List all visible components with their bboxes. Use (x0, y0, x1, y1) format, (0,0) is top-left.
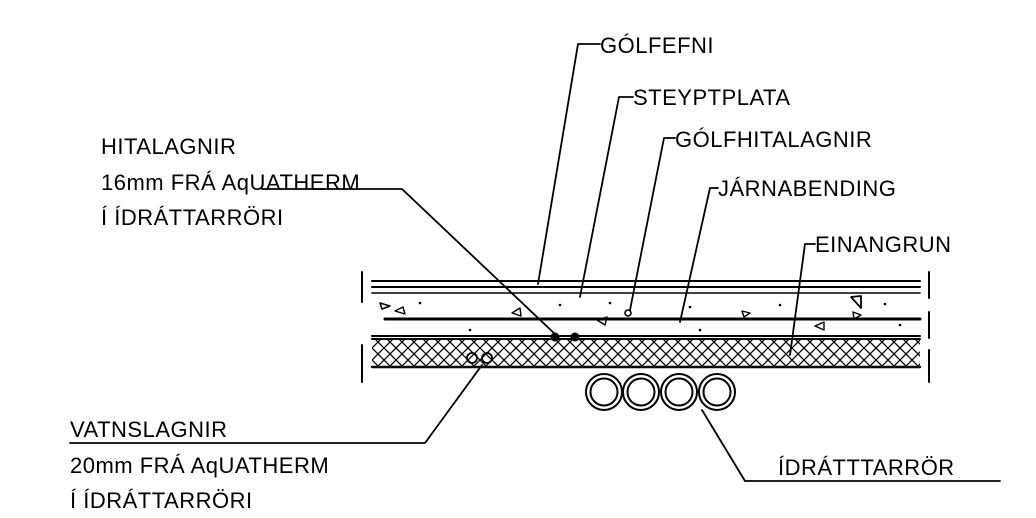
section-end-marks (361, 271, 930, 383)
label-hitalagnir-title: HITALAGNIR (101, 134, 236, 159)
label-idrattarror: ÍDRÁTTTARRÖR (778, 455, 955, 480)
conduit-pipes (585, 373, 736, 411)
leader-steyptplata (579, 96, 634, 298)
label-vatnslagnir-title: VATNSLAGNIR (70, 417, 228, 442)
conduit-pipe (622, 373, 660, 411)
heating-pipes (550, 332, 580, 342)
label-jarnabending: JÁRNABENDING (718, 176, 896, 201)
label-golfefni: GÓLFEFNI (600, 33, 714, 58)
label-hitalagnir-conduit: Í ÍDRÁTTARRÖRI (101, 205, 284, 230)
concrete-slab (379, 295, 902, 332)
conduit-pipe (585, 373, 623, 411)
conduit-pipe (698, 373, 736, 411)
leader-golfefni (537, 43, 601, 285)
label-steyptplata: STEYPTPLATA (633, 85, 791, 110)
leader-lines (69, 43, 1001, 482)
label-vatnslagnir-spec: 20mm FRÁ AqUATHERM (70, 453, 329, 478)
label-vatnslagnir-conduit: Í ÍDRÁTTARRÖRI (70, 488, 253, 513)
label-hitalagnir-spec: 16mm FRÁ AqUATHERM (101, 170, 360, 195)
leader-vatnslagnir (69, 364, 483, 444)
label-einangrun: EINANGRUN (815, 232, 952, 257)
floor-finish-layer (371, 280, 921, 294)
leader-golfhitalagnir (629, 137, 676, 311)
leader-jarnabending (679, 187, 719, 323)
label-golfhitalagnir: GÓLFHITALAGNIR (675, 127, 872, 152)
conduit-pipe (660, 373, 698, 411)
leader-idrattarror (701, 409, 1001, 482)
water-pipes (466, 352, 493, 364)
leader-einangrun (789, 243, 816, 356)
leader-hitalagnir (261, 188, 557, 336)
insulation-layer (370, 338, 922, 369)
